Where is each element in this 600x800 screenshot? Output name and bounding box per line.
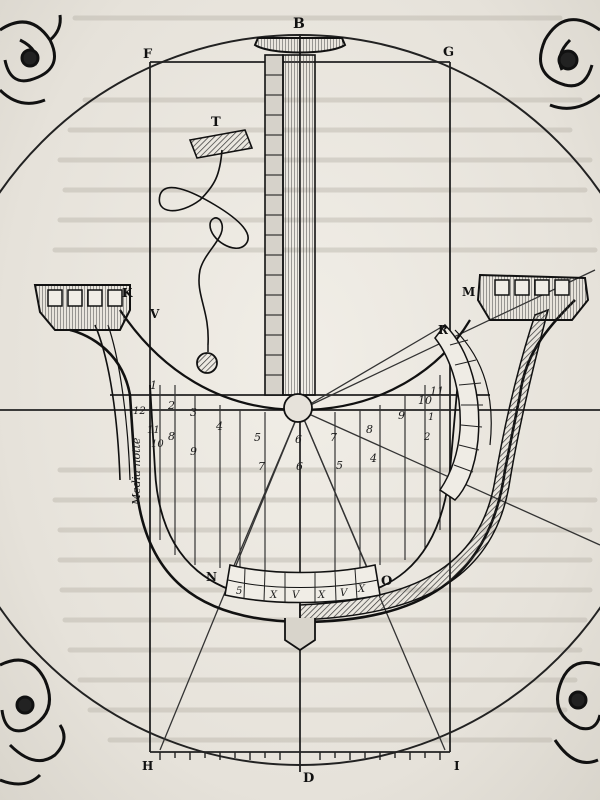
dial-number: 7 <box>330 431 337 444</box>
dial-number: 2 <box>423 432 430 443</box>
right-curved-scale <box>434 323 492 501</box>
dial-number: 7 <box>258 460 265 473</box>
dial-number: 6 <box>296 460 303 473</box>
label-N: N <box>206 570 217 584</box>
dial-number: 3 <box>190 406 197 419</box>
dial-number: 10 <box>151 439 164 450</box>
label-G: G <box>443 45 454 60</box>
central-column <box>253 37 347 423</box>
scale-mark: X <box>269 590 278 601</box>
label-V: V <box>149 307 160 321</box>
dial-number: 10 <box>418 394 432 407</box>
dial-number: 12 <box>133 406 146 417</box>
corner-ornament-bottom-right <box>553 661 600 764</box>
scale-mark: X <box>357 584 366 595</box>
dial-number: 6 <box>295 433 302 446</box>
side-label-media-notte: Media notte <box>130 437 143 506</box>
bottom-scale-marks: 5 X V X V X <box>236 584 366 601</box>
scale-mark: X <box>317 590 326 601</box>
dial-number: 11 <box>430 385 444 398</box>
bottom-curved-scale <box>224 564 381 604</box>
dial-numbers-left-edge: 12 11 10 <box>133 406 164 450</box>
letter-labels: B F G T K V M R N O H D I <box>122 16 475 786</box>
dial-numbers-right-edge: 1 2 <box>423 412 434 443</box>
label-O: O <box>381 574 392 589</box>
right-bracket-block <box>476 273 590 321</box>
scale-mark: V <box>340 588 349 599</box>
dial-number: 9 <box>190 445 197 458</box>
label-B: B <box>293 16 305 32</box>
scale-mark: V <box>292 590 301 601</box>
dial-number: 5 <box>254 431 261 444</box>
dial-number: 8 <box>168 430 175 443</box>
dial-number: 1 <box>150 379 157 392</box>
bottom-scale-ticks <box>159 752 441 760</box>
label-R: R <box>438 323 449 337</box>
dial-number: 9 <box>398 409 405 422</box>
label-I: I <box>454 759 460 773</box>
bleed-through-text <box>52 15 598 743</box>
label-F: F <box>143 47 153 62</box>
dial-number: 4 <box>369 452 377 465</box>
left-bracket-block <box>33 284 131 331</box>
label-T: T <box>211 115 221 130</box>
label-H: H <box>142 759 153 773</box>
dial-number: 11 <box>147 425 160 436</box>
dial-numbers-top: 1 2 3 4 5 6 7 8 9 10 11 <box>150 379 444 446</box>
dial-number: 2 <box>167 399 175 412</box>
corner-ornament-top-left <box>0 14 62 105</box>
dial-number: 1 <box>428 412 434 423</box>
corner-ornament-top-right <box>539 18 600 110</box>
plumb-line <box>158 129 254 374</box>
corner-ornament-bottom-left <box>0 658 66 786</box>
dial-number: 5 <box>336 459 343 472</box>
dial-numbers-lower: 8 9 7 6 5 4 <box>168 430 377 473</box>
label-K: K <box>122 286 133 300</box>
scale-mark: 5 <box>236 586 242 597</box>
dial-number: 8 <box>366 423 373 436</box>
label-D: D <box>303 771 314 786</box>
dial-number: 4 <box>215 420 223 433</box>
hour-lines <box>159 375 441 575</box>
label-M: M <box>462 285 475 299</box>
